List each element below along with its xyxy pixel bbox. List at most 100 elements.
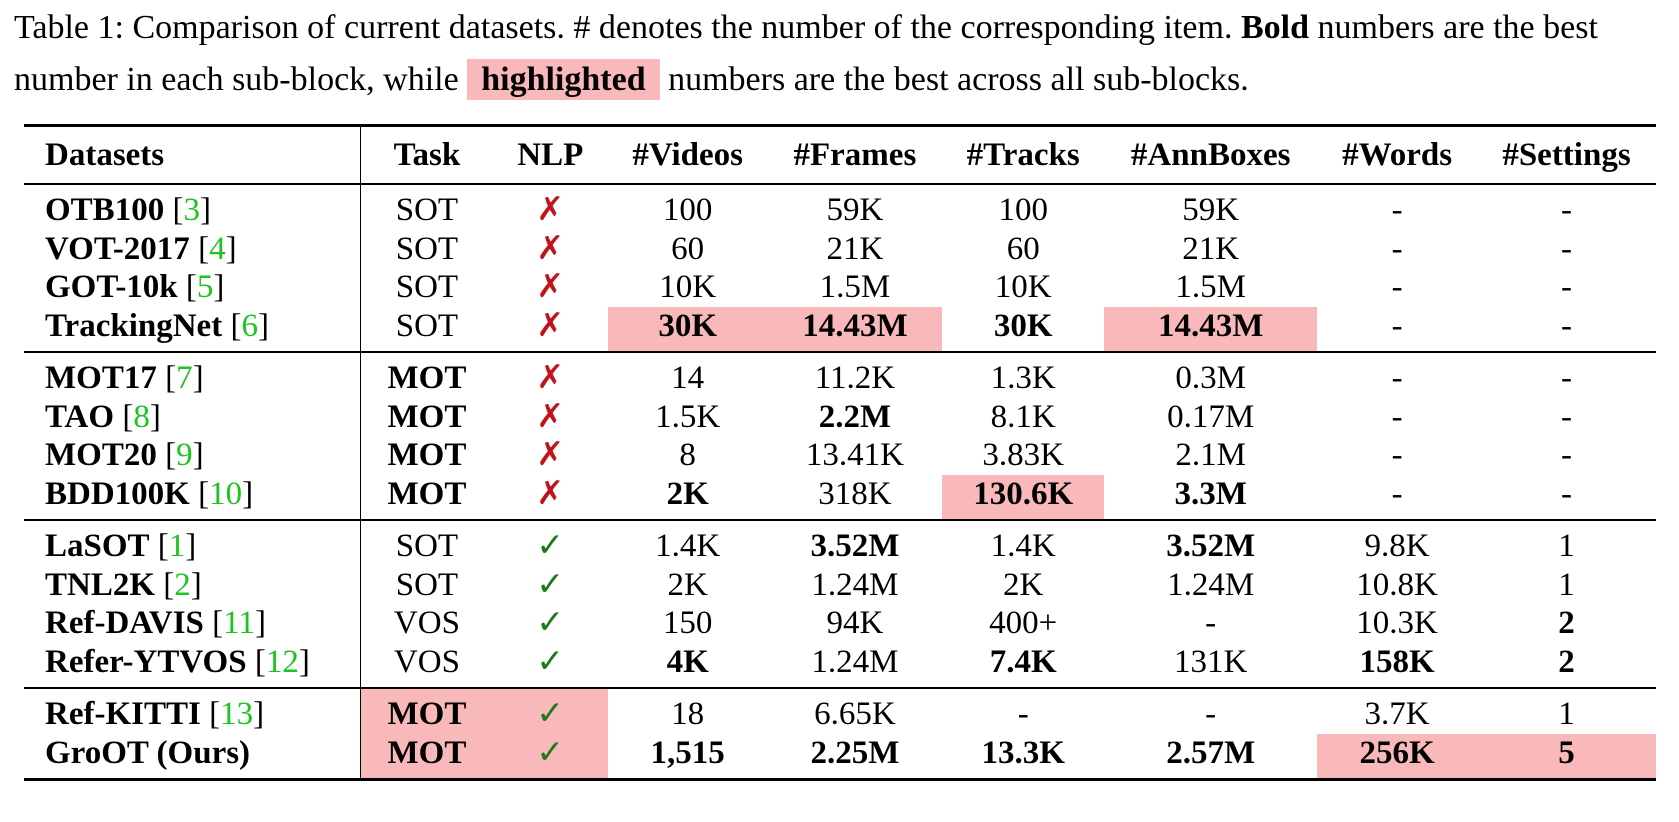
annboxes-cell: 1.5M xyxy=(1175,269,1246,305)
citation-number: 8 xyxy=(133,398,150,435)
task-cell: MOT xyxy=(387,398,467,435)
task-cell: MOT xyxy=(387,360,467,396)
cross-icon: ✗ xyxy=(536,360,565,396)
frames-cell: 2.25M xyxy=(810,734,900,771)
cross-icon: ✗ xyxy=(536,475,565,512)
dataset-name-cell: GOT-10k [5] xyxy=(24,268,362,307)
citation-link[interactable]: [1] xyxy=(149,528,197,564)
citation-link[interactable]: [2] xyxy=(155,566,202,603)
tracks-cell: 7.4K xyxy=(989,643,1057,680)
tracks-cell: 30K xyxy=(993,307,1053,344)
cross-icon: ✗ xyxy=(536,307,565,344)
citation-link[interactable]: [5] xyxy=(177,269,225,305)
tracks-cell: 400+ xyxy=(989,605,1058,641)
tracks-cell: 2K xyxy=(1003,566,1044,603)
citation-link[interactable]: [9] xyxy=(156,437,204,473)
citation-link[interactable]: [3] xyxy=(164,192,211,228)
settings-cell: - xyxy=(1560,398,1572,435)
citation-number: 1 xyxy=(168,528,186,564)
words-cell: - xyxy=(1391,269,1403,305)
tracks-cell: 10K xyxy=(994,269,1052,305)
settings-cell: 2 xyxy=(1558,605,1575,641)
annboxes-cell: 0.3M xyxy=(1175,360,1246,396)
cross-icon: ✗ xyxy=(536,437,565,473)
annboxes-cell: - xyxy=(1205,605,1217,641)
task-cell: MOT xyxy=(360,688,493,734)
dataset-name: TrackingNet xyxy=(45,307,223,344)
tracks-cell: 13.3K xyxy=(981,734,1065,771)
citation-link[interactable]: [7] xyxy=(156,360,204,396)
annboxes-cell: 21K xyxy=(1182,230,1240,267)
annboxes-cell: 3.3M xyxy=(1174,475,1247,512)
tracks-cell: 1.3K xyxy=(990,360,1056,396)
dataset-name-cell: OTB100 [3] xyxy=(24,184,362,230)
citation-link[interactable]: [8] xyxy=(114,398,161,435)
dataset-name-cell: Refer-YTVOS [12] xyxy=(24,642,362,688)
videos-cell: 30K xyxy=(607,306,768,352)
frames-cell: 1.24M xyxy=(811,643,899,680)
task-cell: VOS xyxy=(393,605,460,641)
citation-number: 10 xyxy=(209,475,243,512)
citation-link[interactable]: [11] xyxy=(203,605,266,641)
words-cell: - xyxy=(1391,192,1403,228)
check-icon: ✓ xyxy=(536,528,565,564)
check-icon: ✓ xyxy=(536,566,565,603)
citation-link[interactable]: [13] xyxy=(200,696,265,732)
dataset-name-cell: TrackingNet [6] xyxy=(24,306,362,352)
videos-cell: 10K xyxy=(659,269,717,305)
annboxes-cell: 2.57M xyxy=(1166,734,1256,771)
dataset-name: TAO xyxy=(45,398,115,435)
citation-link[interactable]: [12] xyxy=(246,643,310,680)
frames-cell: 2.2M xyxy=(818,398,892,435)
tracks-cell: 3.83K xyxy=(982,437,1064,473)
annboxes-cell: 2.1M xyxy=(1175,437,1246,473)
words-cell: - xyxy=(1391,475,1403,512)
frames-cell: 13.41K xyxy=(805,437,904,473)
dataset-name: BDD100K xyxy=(45,475,190,512)
annboxes-cell: 131K xyxy=(1174,643,1248,680)
cross-icon: ✗ xyxy=(536,269,565,305)
dataset-name: LaSOT xyxy=(45,528,150,564)
settings-cell: 1 xyxy=(1558,566,1575,603)
words-cell: - xyxy=(1391,360,1403,396)
words-cell: - xyxy=(1391,398,1403,435)
tracks-cell: 60 xyxy=(1006,230,1040,267)
citation-link[interactable]: [4] xyxy=(189,230,237,267)
tracks-cell: 1.4K xyxy=(990,528,1056,564)
task-cell: SOT xyxy=(395,230,459,267)
words-cell: 9.8K xyxy=(1364,528,1430,564)
settings-cell: - xyxy=(1560,192,1572,228)
tracks-cell: - xyxy=(1017,696,1029,732)
header-datasets: Datasets xyxy=(24,125,362,184)
citation-link[interactable]: [6] xyxy=(222,307,269,344)
citation-link[interactable]: [10] xyxy=(189,475,254,512)
citation-number: 7 xyxy=(176,360,193,396)
settings-cell: 1 xyxy=(1558,696,1575,732)
dataset-name-cell: BDD100K [10] xyxy=(24,474,362,520)
header-words: #Words xyxy=(1342,137,1453,173)
citation-number: 3 xyxy=(183,192,200,228)
header-videos: #Videos xyxy=(632,137,743,173)
settings-cell: - xyxy=(1560,475,1572,512)
cross-icon: ✗ xyxy=(536,192,565,228)
citation-number: 9 xyxy=(176,437,193,473)
annboxes-cell: 3.52M xyxy=(1166,528,1256,564)
dataset-name-cell: TAO [8] xyxy=(24,397,362,436)
frames-cell: 1.5M xyxy=(819,269,891,305)
dataset-name-cell: MOT17 [7] xyxy=(24,352,362,398)
dataset-name-cell: Ref-KITTI [13] xyxy=(24,688,362,734)
frames-cell: 94K xyxy=(826,605,884,641)
task-cell: VOS xyxy=(393,643,460,680)
dataset-name: GroOT (Ours) xyxy=(45,734,251,771)
